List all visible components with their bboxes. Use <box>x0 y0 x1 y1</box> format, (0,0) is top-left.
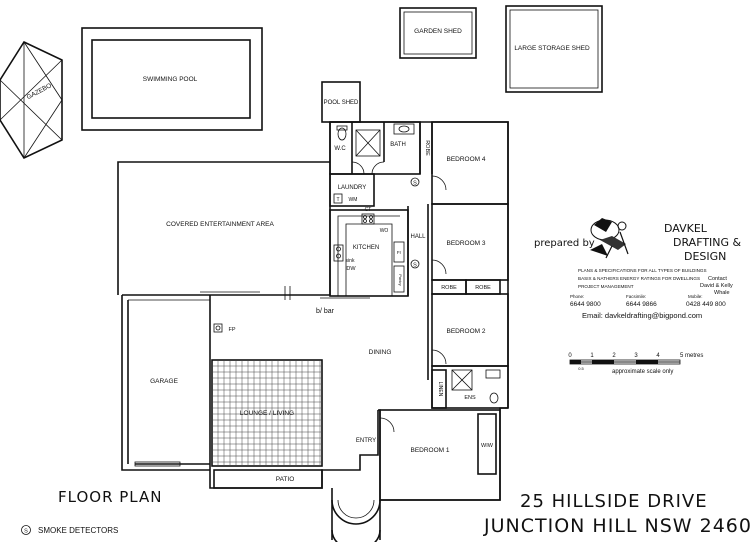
scale-tick-5: 5 metres <box>680 353 703 359</box>
kitchen-label: KITCHEN <box>353 245 379 251</box>
address-line-1: 25 HILLSIDE DRIVE <box>520 491 708 512</box>
gazebo-label: GAZEBO <box>26 82 53 101</box>
fax-number: 6644 9866 <box>626 301 657 308</box>
cooktop-label: CT <box>365 207 372 213</box>
robe-bedroom-2-label: ROBE <box>475 285 491 291</box>
garage-label: GARAGE <box>150 378 178 385</box>
cooktop-icon <box>361 213 375 225</box>
svg-text:S: S <box>413 263 417 269</box>
swimming-pool-label: SWIMMING POOL <box>143 76 198 83</box>
phone-number: 6644 9800 <box>570 301 601 308</box>
service-1: PLANS & SPECIFICATIONS FOR ALL TYPES OF … <box>578 268 707 273</box>
hall-label: HALL <box>410 234 426 240</box>
smoke-detector-icon: S <box>410 259 420 269</box>
garage-outer-wall <box>121 295 210 471</box>
wc-label: W.C <box>334 146 346 152</box>
scale-half-tick: 0.5 <box>578 366 584 371</box>
laundry-label: LAUNDRY <box>338 185 367 191</box>
legend-text: SMOKE DETECTORS <box>38 526 118 535</box>
large-storage-shed-label: LARGE STORAGE SHED <box>514 45 590 52</box>
dishwasher-label: DW <box>346 266 356 272</box>
tub-label: T <box>336 197 339 203</box>
linen-cupboard <box>431 369 447 409</box>
bay-window <box>331 499 381 525</box>
company-name-line-1: DAVKEL <box>664 222 708 235</box>
pantry-label: Pantry <box>398 274 403 286</box>
wiw-label: WIW <box>481 443 494 449</box>
dining-label: DINING <box>369 349 392 356</box>
contact-surname: Whale <box>714 290 730 296</box>
toilet-icon <box>337 127 347 141</box>
mobile-number: 0428 449 800 <box>686 301 726 308</box>
ensuite-toilet-icon <box>489 392 499 404</box>
company-name-line-2: DRAFTING & <box>673 236 742 249</box>
shower <box>355 129 381 157</box>
covered-entertainment-area <box>117 161 330 295</box>
patio-label: PATIO <box>276 476 295 483</box>
company-name-line-3: DESIGN <box>684 250 726 263</box>
email: Email: davkeldrafting@bigpond.com <box>582 311 702 320</box>
large-storage-shed <box>505 5 603 93</box>
fireplace-label: FP <box>228 327 235 333</box>
mobile-label: Mobile: <box>688 294 703 299</box>
pool-shed-label: POOL SHED <box>324 100 359 106</box>
fridge-label: Fr <box>397 250 402 255</box>
service-2: BASIX & NATHERS ENERGY RATINGS FOR DWELL… <box>578 276 700 281</box>
bath-label: BATH <box>390 142 406 148</box>
ensuite-shower <box>451 369 473 391</box>
smoke-detector-icon: S <box>410 177 420 187</box>
scale-tick-1: 1 <box>590 353 594 359</box>
sink-label: sink <box>346 258 355 264</box>
wall-oven-label: WO <box>380 228 389 234</box>
swimming-pool-inner <box>91 39 251 119</box>
fireplace-icon <box>213 323 223 333</box>
linen-label: LINEN <box>437 382 443 397</box>
bedroom-4 <box>431 121 509 205</box>
phone-label: Phone: <box>570 294 584 299</box>
covered-area-label: COVERED ENTERTAINMENT AREA <box>166 221 274 228</box>
scale-bar <box>569 359 681 365</box>
service-3: PROJECT MANAGEMENT <box>578 284 634 289</box>
lounge-label: LOUNGE / LIVING <box>240 410 294 417</box>
scale-tick-3: 3 <box>634 353 638 359</box>
bedroom-1 <box>379 409 501 501</box>
contact-label: Contact <box>708 276 727 282</box>
walk-in-wardrobe <box>477 413 497 475</box>
bedroom-1-label: BEDROOM 1 <box>410 447 449 454</box>
scale-note: approximate scale only <box>612 369 673 375</box>
entry-label: ENTRY <box>356 438 376 444</box>
svg-text:S: S <box>413 181 417 187</box>
fax-label: Facsimile: <box>626 294 646 299</box>
robe-bed4-label: ROBE <box>424 140 430 156</box>
vanity <box>393 123 415 135</box>
garden-shed <box>399 7 477 59</box>
legend-smoke-icon: S <box>21 525 31 535</box>
prepared-by-label: prepared by <box>534 238 595 249</box>
lounge-tiles <box>211 359 323 467</box>
company-logo-icon <box>590 218 629 259</box>
bbar-label: b/ bar <box>316 308 335 315</box>
scale-tick-4: 4 <box>656 353 660 359</box>
gazebo <box>0 40 63 160</box>
robe-bedroom-3-label: ROBE <box>441 285 457 291</box>
contact-names: David & Kelly <box>700 283 733 289</box>
bedroom-2-label: BEDROOM 2 <box>446 328 485 335</box>
garden-shed-label: GARDEN SHED <box>414 28 462 35</box>
sink-icon <box>333 244 344 262</box>
floor-plan-title: FLOOR PLAN <box>58 488 162 506</box>
washing-machine-label: WM <box>349 197 358 203</box>
patio <box>213 469 323 489</box>
ensuite-label: ENS <box>464 395 476 401</box>
scale-tick-0: 0 <box>568 353 572 359</box>
address-line-2: JUNCTION HILL NSW 2460 <box>483 515 750 537</box>
svg-text:S: S <box>24 529 28 535</box>
bedroom-4-label: BEDROOM 4 <box>446 156 485 163</box>
swimming-pool-outer <box>81 27 263 131</box>
scale-tick-2: 2 <box>612 353 616 359</box>
bedroom-3-label: BEDROOM 3 <box>446 240 485 247</box>
